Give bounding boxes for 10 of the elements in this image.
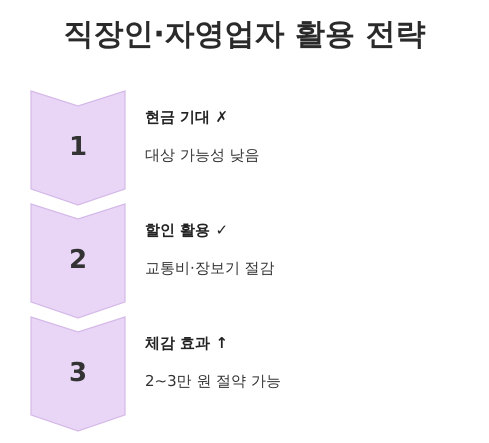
step-heading: 할인 활용 ✓ bbox=[145, 221, 228, 240]
step-heading: 체감 효과 ↑ bbox=[145, 334, 228, 353]
title: 직장인·자영업자 활용 전략 bbox=[62, 16, 427, 54]
step-description: 대상 가능성 낮음 bbox=[145, 146, 260, 165]
step-number: 2 bbox=[68, 245, 88, 275]
step-description: 2~3만 원 절약 가능 bbox=[145, 372, 281, 391]
step-heading: 현금 기대 ✗ bbox=[145, 108, 228, 127]
step-description: 교통비·장보기 절감 bbox=[145, 259, 275, 278]
step-number: 1 bbox=[68, 132, 88, 162]
step-number: 3 bbox=[68, 358, 88, 388]
